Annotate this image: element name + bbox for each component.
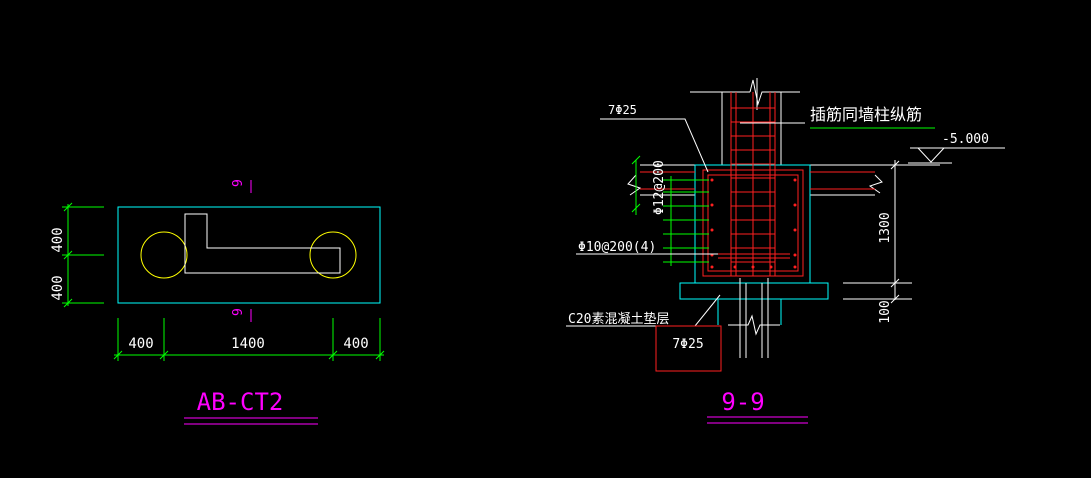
dim-horizontal-middle: 1400 — [231, 336, 265, 352]
dim-horizontal-left: 400 — [128, 336, 153, 352]
pile-circle-right — [309, 231, 357, 279]
bottom-bars-box — [655, 325, 722, 372]
section-mark-bottom-label: 9 — [231, 308, 246, 316]
label-elevation: -5.000 — [942, 132, 989, 147]
section-view: 7Φ25 插筋同墙柱纵筋 -5.000 Φ12@200 Φ10@200(4) 1… — [566, 78, 1005, 424]
wall-column-outline — [184, 213, 341, 274]
label-height: 1300 — [878, 212, 893, 243]
horizontal-dimension — [113, 318, 385, 361]
stirrup-ticks — [631, 155, 709, 266]
plan-view: 9 9 400 400 400 — [50, 179, 385, 425]
vertical-dimension — [62, 202, 104, 308]
label-cushion: C20素混凝土垫层 — [568, 311, 669, 327]
label-dowel: 插筋同墙柱纵筋 — [810, 105, 922, 124]
label-bottom-bars: 7Φ25 — [672, 337, 703, 352]
label-bed-thickness: 100 — [878, 300, 893, 323]
rebar-dots — [710, 178, 797, 269]
height-dimension — [843, 160, 912, 304]
dim-vertical-bottom: 400 — [50, 275, 66, 300]
section-title: 9-9 — [721, 388, 764, 416]
pile-section — [728, 278, 780, 358]
label-stirrup: Φ10@200(4) — [578, 240, 656, 255]
plan-title: AB-CT2 — [197, 388, 284, 416]
label-stirrup-vertical: Φ12@200 — [652, 160, 667, 215]
section-mark-bottom: 9 — [231, 308, 252, 322]
pile-circle-left — [140, 231, 188, 279]
section-mark-top: 9 — [231, 179, 252, 193]
section-mark-top-label: 9 — [231, 179, 246, 187]
dim-vertical-top: 400 — [50, 227, 66, 252]
dim-horizontal-right: 400 — [343, 336, 368, 352]
wall-column — [690, 78, 800, 165]
elevation-marker — [908, 147, 1005, 164]
cap-section — [679, 164, 829, 325]
cap-outline — [117, 206, 381, 304]
label-top-bars: 7Φ25 — [608, 103, 637, 117]
